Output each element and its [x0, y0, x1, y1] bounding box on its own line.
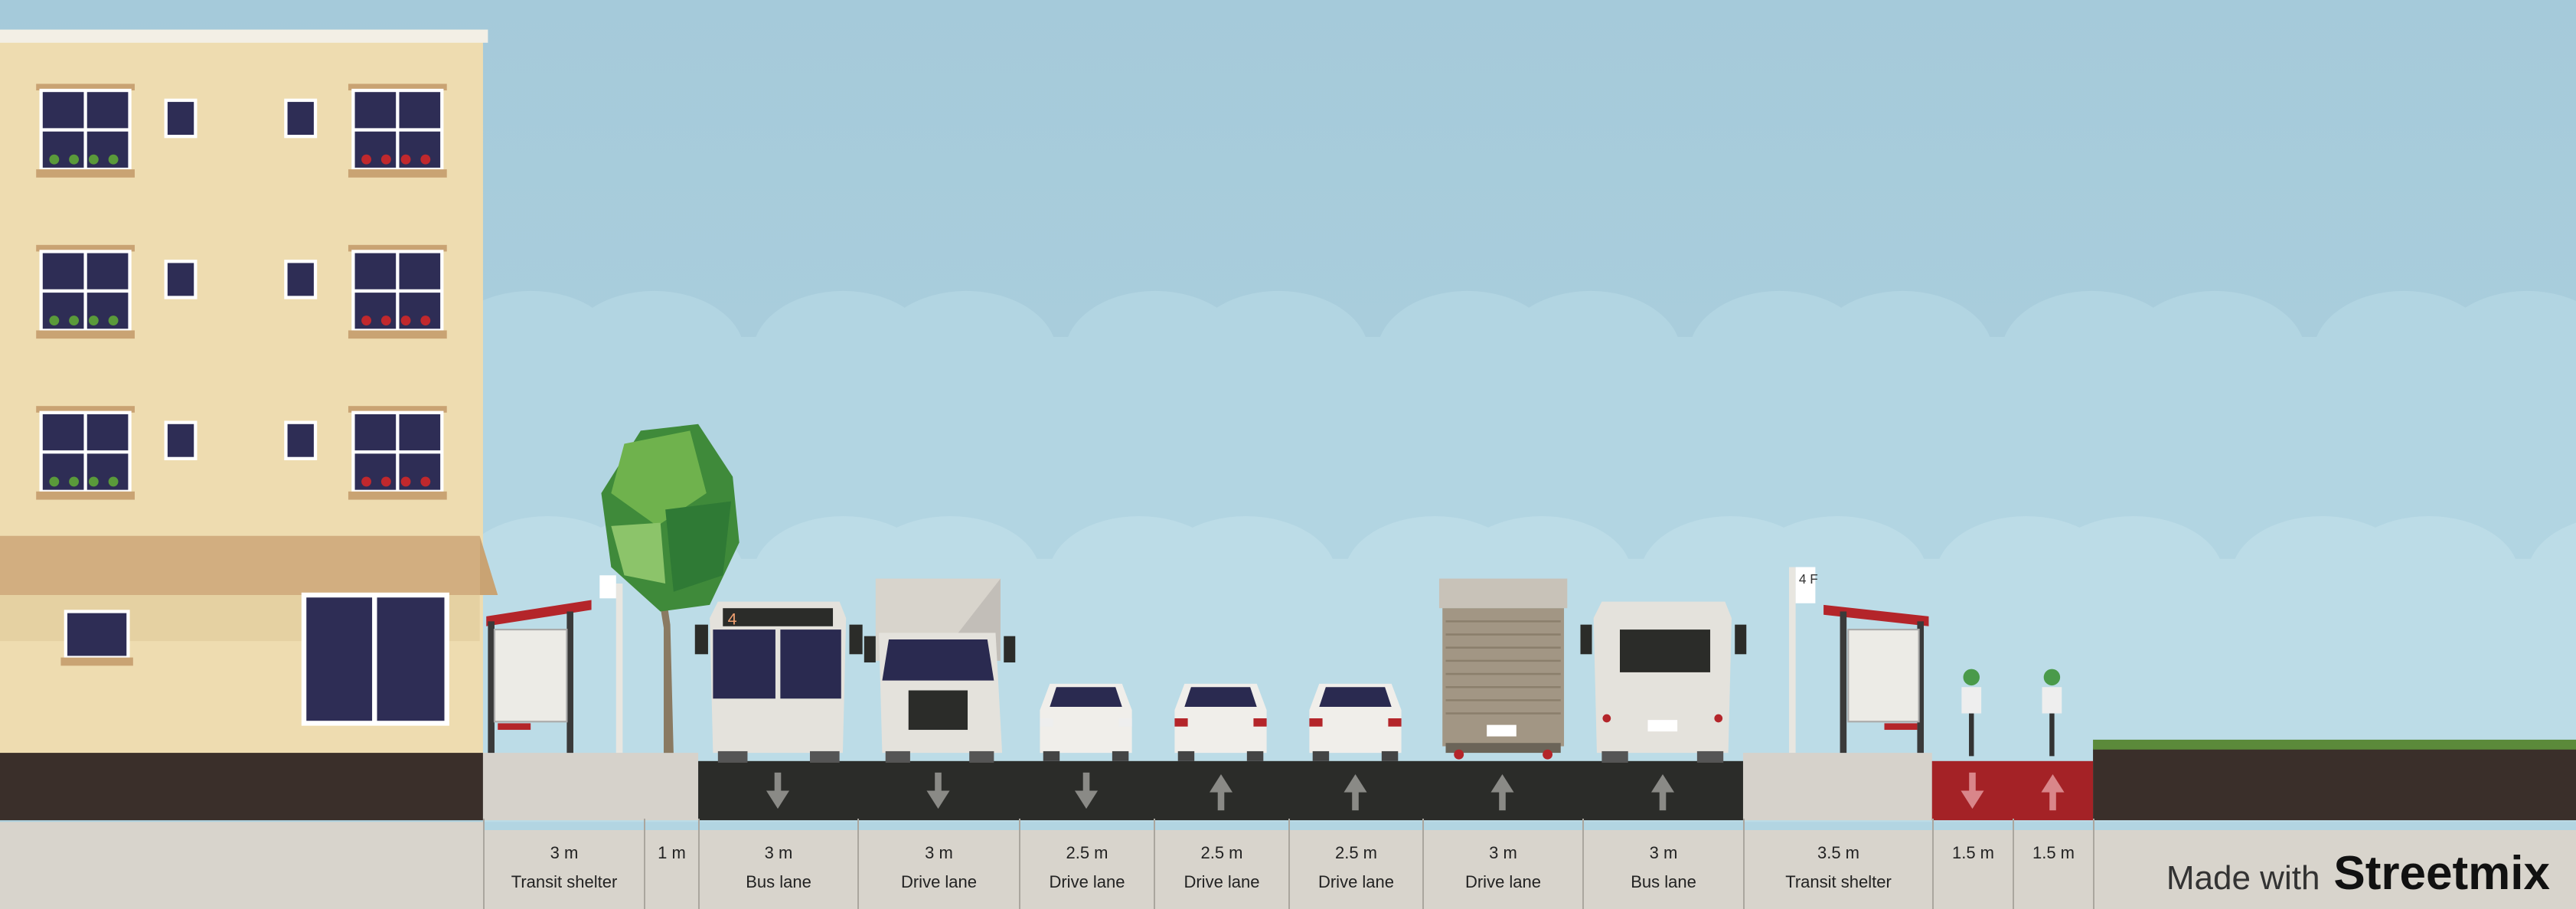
small-window — [284, 260, 318, 299]
segment-width: 1.5 m — [2032, 843, 2075, 862]
arrow-down-icon — [1961, 772, 1984, 809]
segment-name: Transit shelter — [511, 872, 618, 891]
window-lintel — [36, 244, 135, 252]
segment-name: Drive lane — [900, 872, 978, 891]
bus-front: 4 — [694, 601, 863, 763]
segment-name: Drive lane — [1317, 872, 1395, 891]
segment-width: 3 m — [550, 843, 579, 862]
tree — [601, 423, 739, 754]
segment-label[interactable]: 1.5 m — [2013, 819, 2093, 909]
flower-box — [36, 330, 135, 339]
segment-label[interactable]: 1 m — [644, 819, 698, 909]
segment-label[interactable]: 3 m Transit shelter — [483, 819, 644, 909]
window-lintel — [348, 83, 447, 91]
arrow-down-icon — [766, 772, 790, 809]
segment-name: Transit shelter — [1785, 872, 1892, 891]
segment-name: Drive lane — [1049, 872, 1125, 891]
arrow-up-icon — [1209, 773, 1233, 811]
segment-width: 3 m — [925, 843, 953, 862]
segment-width: 1.5 m — [1951, 843, 1995, 862]
arrow-down-icon — [926, 772, 950, 809]
window-lintel — [348, 406, 447, 413]
stop-sign-text: 4 F — [1799, 571, 1818, 587]
flower-box — [36, 491, 135, 500]
arrow-up-icon — [1490, 773, 1514, 811]
small-window — [284, 98, 318, 139]
segment-label[interactable]: 1.5 m — [1932, 819, 2013, 909]
segment-name: Bus lane — [746, 872, 811, 891]
flower-box — [348, 491, 447, 500]
segment-width: 2.5 m — [1200, 843, 1243, 862]
arrow-up-icon — [1650, 773, 1675, 811]
segment-label[interactable]: 3 m Drive lane — [857, 819, 1019, 909]
segment-name: Drive lane — [1184, 872, 1260, 891]
segment-label[interactable]: 3.5 m Transit shelter — [1743, 819, 1932, 909]
sidewalk-left — [482, 753, 699, 821]
flower-box — [36, 169, 135, 178]
transit-shelter-right: 4 F — [1789, 567, 1929, 754]
bus-back — [1580, 601, 1747, 763]
segment-width: 3 m — [1649, 843, 1678, 862]
car-front — [1040, 683, 1132, 761]
made-with-text: Made with — [2166, 859, 2320, 897]
ground-right — [2093, 747, 2576, 821]
ground-window — [64, 610, 130, 659]
segment-label[interactable]: 3 m Drive lane — [1422, 819, 1582, 909]
segment-width: 2.5 m — [1334, 843, 1378, 862]
segment-label[interactable]: 2.5 m Drive lane — [1154, 819, 1288, 909]
window-lintel — [36, 406, 135, 413]
bike-lanes — [1931, 760, 2094, 821]
segment-width: 1 m — [658, 843, 686, 862]
segment-label[interactable]: 2.5 m Drive lane — [1019, 819, 1154, 909]
segment-width: 3 m — [764, 843, 793, 862]
transit-shelter-left — [486, 575, 623, 754]
window-lintel — [348, 244, 447, 252]
streetmix-credit[interactable]: Made with Streetmix — [2166, 846, 2550, 901]
segment-width: 3 m — [1489, 843, 1517, 862]
grass — [2093, 739, 2576, 750]
streetmix-logo-text: Streetmix — [2333, 847, 2550, 900]
small-window — [284, 420, 318, 461]
building — [0, 29, 498, 757]
small-window — [164, 420, 198, 461]
window-lintel — [36, 83, 135, 91]
segment-label[interactable]: 3 m Bus lane — [698, 819, 857, 909]
bus-route-number: 4 — [728, 610, 737, 629]
flower-box — [348, 330, 447, 339]
sidewalk-right — [1742, 753, 1932, 821]
segment-name: Drive lane — [1464, 872, 1542, 891]
truck-front — [864, 578, 1016, 763]
cyclist-northbound — [2042, 669, 2062, 757]
ground-left — [0, 753, 483, 821]
flower-box — [348, 169, 447, 178]
segment-divider — [2093, 819, 2094, 909]
car-back — [1309, 683, 1402, 761]
small-window — [164, 260, 198, 299]
small-window — [164, 98, 198, 139]
arrow-up-icon — [1344, 773, 1367, 811]
segment-label[interactable]: 3 m Bus lane — [1582, 819, 1743, 909]
arrow-up-icon — [2041, 773, 2065, 811]
cyclist-southbound — [1961, 669, 1982, 757]
segment-label[interactable]: 2.5 m Drive lane — [1288, 819, 1422, 909]
car-back — [1174, 683, 1267, 761]
segment-name: Bus lane — [1631, 872, 1696, 891]
segment-width: 3.5 m — [1817, 843, 1860, 862]
truck-back — [1438, 578, 1568, 760]
arrow-down-icon — [1074, 772, 1099, 809]
segment-width: 2.5 m — [1066, 843, 1108, 862]
